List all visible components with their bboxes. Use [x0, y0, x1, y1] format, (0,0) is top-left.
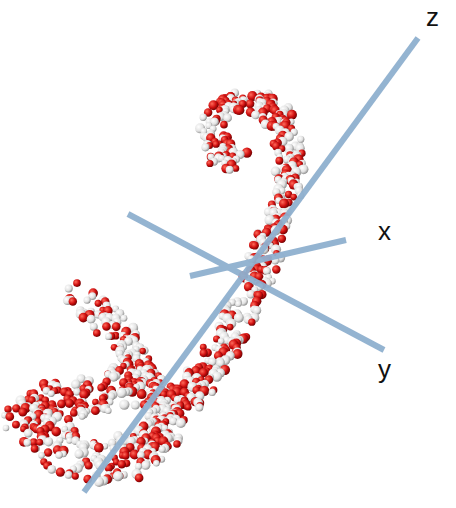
atom-sphere: [47, 465, 56, 474]
atom-sphere: [140, 346, 149, 355]
atom-sphere: [195, 404, 203, 412]
atom-sphere: [44, 448, 52, 456]
atom-sphere: [97, 384, 105, 392]
atom-sphere: [73, 279, 81, 287]
atom-sphere: [122, 452, 130, 460]
atom-sphere: [18, 408, 27, 417]
atom-sphere: [169, 417, 177, 425]
atom-sphere: [279, 199, 289, 209]
atom-sphere: [297, 136, 304, 143]
atom-sphere: [131, 400, 140, 409]
atom-sphere: [113, 471, 123, 481]
atom-sphere: [48, 390, 55, 397]
atom-sphere: [56, 468, 65, 477]
atom-sphere: [206, 160, 213, 167]
atom-sphere: [74, 449, 83, 458]
atom-sphere: [72, 472, 79, 479]
atom-sphere: [275, 157, 283, 165]
atom-sphere: [112, 322, 121, 331]
atom-sphere: [51, 427, 61, 437]
atom-sphere: [215, 357, 224, 366]
atom-sphere: [159, 446, 166, 453]
atom-sphere: [93, 329, 101, 337]
atom-sphere: [212, 141, 219, 148]
atom-sphere: [105, 407, 112, 414]
atom-sphere: [69, 297, 77, 305]
atom-sphere: [248, 318, 255, 325]
atom-sphere: [153, 460, 160, 467]
atom-sphere: [95, 300, 102, 307]
atom-sphere: [71, 380, 81, 390]
atom-sphere: [263, 267, 271, 275]
atom-sphere: [12, 421, 20, 429]
atom-sphere: [94, 443, 104, 453]
atom-sphere: [84, 297, 91, 304]
atom-sphere: [200, 349, 208, 357]
atom-sphere: [65, 399, 74, 408]
atom-sphere: [5, 412, 14, 421]
atom-sphere: [200, 114, 207, 121]
atom-sphere: [278, 235, 286, 243]
atom-sphere: [24, 429, 33, 438]
atom-sphere: [135, 474, 144, 483]
atom-sphere: [118, 460, 126, 468]
atom-sphere: [4, 405, 11, 412]
atom-sphere: [91, 406, 100, 415]
atom-sphere: [251, 110, 260, 119]
atom-sphere: [57, 399, 66, 408]
atom-sphere: [44, 437, 53, 446]
atom-sphere: [38, 452, 45, 459]
atom-sphere: [102, 322, 111, 331]
atom-sphere: [185, 404, 192, 411]
atom-sphere: [3, 425, 10, 432]
atom-sphere: [235, 301, 242, 308]
atom-sphere: [23, 439, 31, 447]
axis-label: x: [378, 218, 391, 244]
atom-sphere: [65, 284, 73, 292]
axis-label: z: [426, 4, 439, 30]
axis-label: y: [378, 356, 391, 382]
atom-sphere: [218, 338, 224, 344]
atom-sphere: [36, 439, 43, 446]
z-axis-line: [84, 38, 418, 492]
atom-sphere: [79, 313, 89, 323]
axis-lines: [84, 38, 418, 492]
atom-sphere: [65, 471, 73, 479]
atom-sphere: [220, 121, 228, 129]
atom-sphere: [116, 388, 126, 398]
atom-sphere: [235, 105, 245, 115]
atom-sphere: [176, 418, 186, 428]
atom-sphere: [173, 440, 181, 448]
atom-sphere: [79, 390, 89, 400]
atom-sphere: [119, 399, 129, 409]
atom-sphere: [79, 413, 86, 420]
atom-sphere: [226, 166, 234, 174]
atom-sphere: [105, 333, 112, 340]
atom-sphere: [139, 348, 146, 355]
atom-sphere: [55, 451, 63, 459]
atom-sphere: [120, 315, 127, 322]
atom-sphere: [87, 315, 96, 324]
atom-sphere: [227, 324, 234, 331]
atom-sphere: [209, 389, 216, 396]
atom-sphere: [31, 445, 39, 453]
y-axis-line: [128, 214, 384, 350]
atom-sphere: [201, 143, 209, 151]
atom-sphere: [137, 389, 147, 399]
atom-sphere: [141, 461, 150, 470]
atom-sphere: [85, 461, 93, 469]
atom-sphere: [246, 99, 255, 108]
atom-sphere: [251, 241, 259, 249]
atom-sphere: [70, 409, 78, 417]
atom-sphere: [272, 265, 280, 273]
